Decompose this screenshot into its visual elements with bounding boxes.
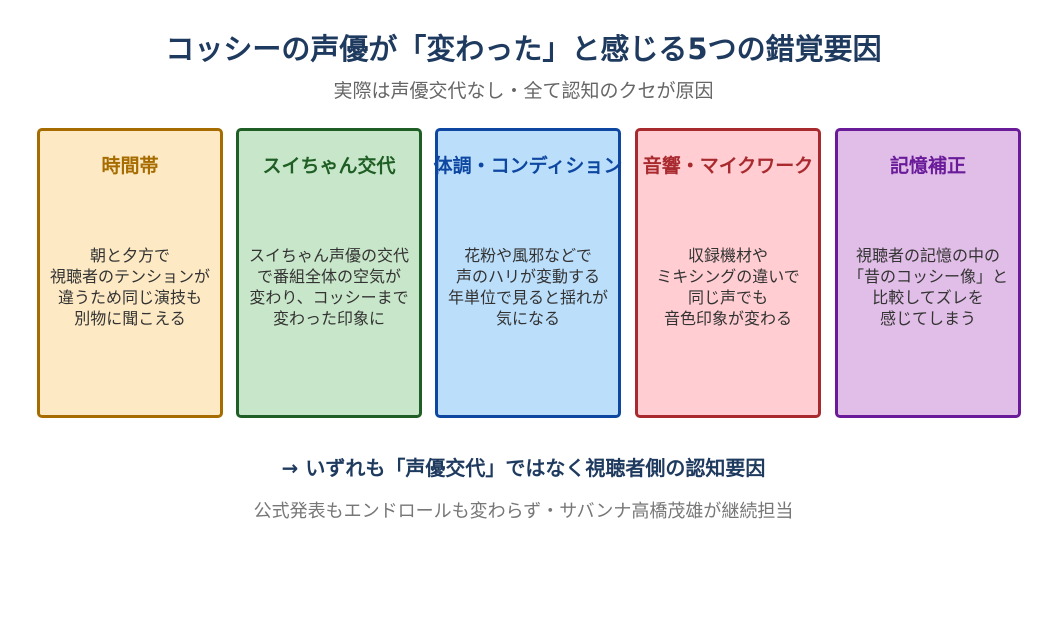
factor-card-body: 視聴者の記憶の中の 「昔のコッシー像」と 比較してズレを 感じてしまう: [847, 246, 1008, 328]
footnote-text: 公式発表もエンドロールも変わらず・サバンナ高橋茂雄が継続担当: [253, 501, 794, 522]
page-title: コッシーの声優が「変わった」と感じる5つの錯覚要因: [165, 32, 882, 66]
factor-card-title: スイちゃん交代: [262, 155, 396, 177]
factor-card-condition: 体調・コンディション 花粉や風邪などで 声のハリが変動する 年単位で見ると揺れが…: [434, 128, 622, 418]
factor-card-audio-mic: 音響・マイクワーク 収録機材や ミキシングの違いで 同じ声でも 音色印象が変わる: [635, 128, 821, 418]
factor-card-title: 音響・マイクワーク: [642, 155, 814, 177]
factor-card-sui-chan-change: スイちゃん交代 スイちゃん声優の交代 で番組全体の空気が 変わり、コッシーまで …: [236, 128, 422, 418]
factor-card-memory-bias: 記憶補正 視聴者の記憶の中の 「昔のコッシー像」と 比較してズレを 感じてしまう: [835, 128, 1021, 418]
factor-card-body: 花粉や風邪などで 声のハリが変動する 年単位で見ると揺れが 気になる: [447, 246, 608, 328]
factor-card-time-of-day: 時間帯 朝と夕方で 視聴者のテンションが 違うため同じ演技も 別物に聞こえる: [37, 128, 223, 418]
factor-card-title: 時間帯: [101, 155, 159, 177]
page-subtitle: 実際は声優交代なし・全て認知のクセが原因: [333, 80, 714, 102]
factor-card-title: 体調・コンディション: [433, 155, 623, 177]
conclusion-text: → いずれも「声優交代」ではなく視聴者側の認知要因: [281, 456, 766, 480]
factor-cards: 時間帯 朝と夕方で 視聴者のテンションが 違うため同じ演技も 別物に聞こえる ス…: [37, 128, 1021, 418]
factor-card-body: 収録機材や ミキシングの違いで 同じ声でも 音色印象が変わる: [656, 246, 800, 328]
factor-card-body: 朝と夕方で 視聴者のテンションが 違うため同じ演技も 別物に聞こえる: [49, 246, 210, 328]
factor-card-title: 記憶補正: [889, 155, 966, 177]
factor-card-body: スイちゃん声優の交代 で番組全体の空気が 変わり、コッシーまで 変わった印象に: [248, 246, 409, 328]
